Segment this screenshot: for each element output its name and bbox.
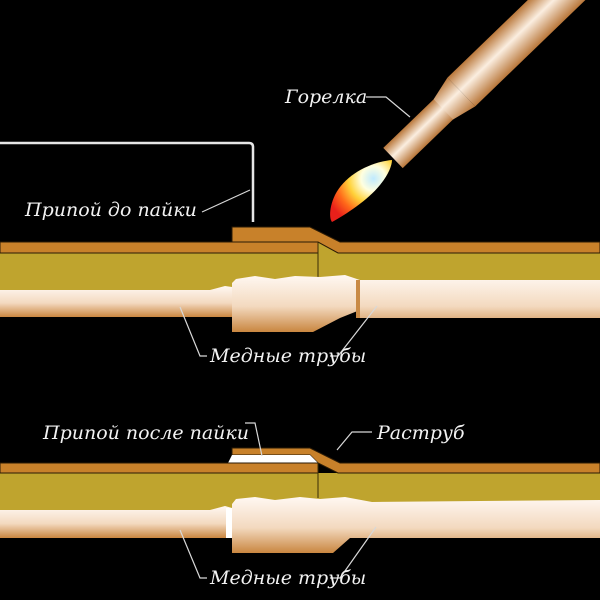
copper-pipe-right [232, 275, 600, 332]
solder-after [228, 455, 318, 463]
torch-label: Горелка [284, 86, 367, 108]
solder-before-leader [201, 189, 251, 213]
tube-wall-left-bottom [0, 462, 319, 474]
torch-handle [447, 0, 591, 107]
top-diagram: Горелка Припой до пайки Медные трубы [0, 0, 600, 367]
pipes-bottom-leader-left [179, 529, 207, 579]
tube-wall-left [0, 241, 319, 254]
copper-pipes-bottom-label: Медные трубы [209, 567, 366, 589]
flame-icon [330, 160, 392, 222]
pipes-top-leader-right [330, 305, 378, 357]
solder-after-label: Припой после пайки [42, 422, 249, 444]
pipes-top-leader-left [179, 306, 207, 357]
torch-leader [366, 96, 411, 118]
torch-nozzle [383, 95, 457, 169]
copper-pipes-top-label: Медные трубы [209, 345, 366, 367]
copper-pipe-right-bottom [232, 497, 600, 553]
socket-label: Раструб [376, 422, 465, 444]
copper-pipe-left-bottom [0, 506, 232, 538]
copper-pipe-left [0, 286, 232, 317]
pipes-bottom-leader-right [330, 526, 377, 579]
socket-leader [336, 431, 372, 451]
bottom-diagram: Припой после пайки Раструб Медные трубы [0, 422, 600, 589]
solder-after-leader [245, 422, 263, 457]
torch [383, 0, 591, 169]
solder-wire [0, 141, 255, 222]
solder-before-label: Припой до пайки [24, 199, 197, 221]
